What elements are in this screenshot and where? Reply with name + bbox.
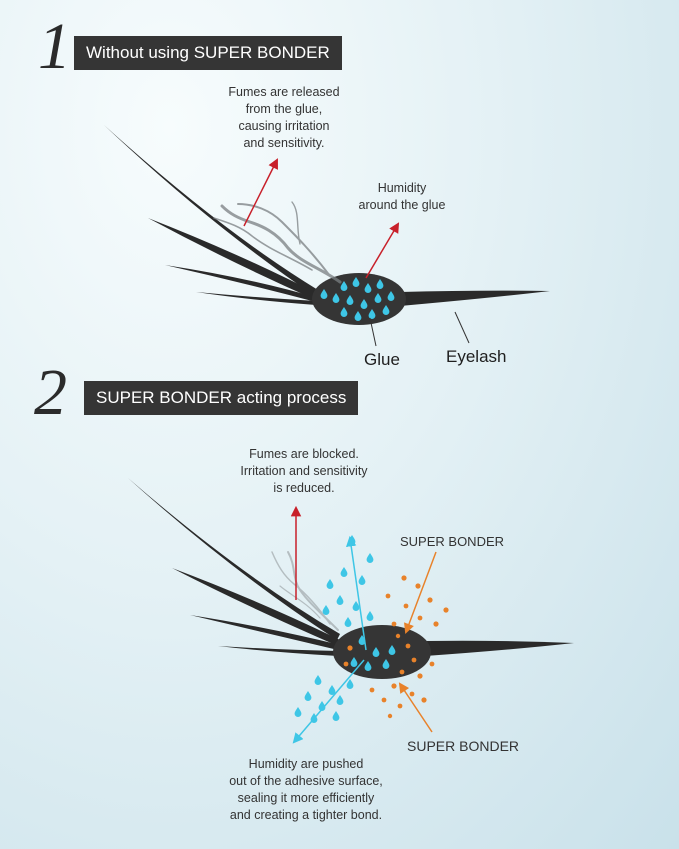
step-number-2: 2 <box>34 356 67 429</box>
humidity-arrow-down <box>292 659 365 744</box>
super-bonder-label-top: SUPER BONDER <box>400 534 505 549</box>
section-2-title: SUPER BONDER acting process <box>84 381 359 415</box>
step-number-1: 1 <box>38 10 71 83</box>
smoke-fumes-1 <box>213 201 342 284</box>
super-bonder-arrow-top <box>404 551 437 634</box>
super-bonder-particles <box>343 575 449 719</box>
eyelash-fan-2 <box>128 478 574 656</box>
eyelash-fan-1 <box>104 125 550 306</box>
super-bonder-arrow-bottom <box>398 682 433 733</box>
glue-label: Glue <box>364 350 400 369</box>
smoke-fumes-2 <box>271 551 339 631</box>
super-bonder-label-bottom: SUPER BONDER <box>407 738 520 754</box>
section-1-title: Without using SUPER BONDER <box>74 36 342 70</box>
humidity-arrow-1 <box>365 222 400 279</box>
eyelash-label: Eyelash <box>446 347 507 366</box>
fumes-blocked-note: Fumes are blocked. Irritation and sensit… <box>240 447 368 495</box>
glue-pointer-line <box>369 317 377 347</box>
glue-blob-2 <box>333 625 431 679</box>
fumes-arrow-1 <box>243 158 278 227</box>
eyelash-pointer-line <box>454 311 470 344</box>
humidity-arrow-up <box>345 535 367 651</box>
humidity-note: Humidity around the glue <box>358 181 446 212</box>
humidity-pushed-note: Humidity are pushed out of the adhesive … <box>229 757 383 822</box>
fumes-released-note: Fumes are released from the glue, causin… <box>228 85 340 150</box>
